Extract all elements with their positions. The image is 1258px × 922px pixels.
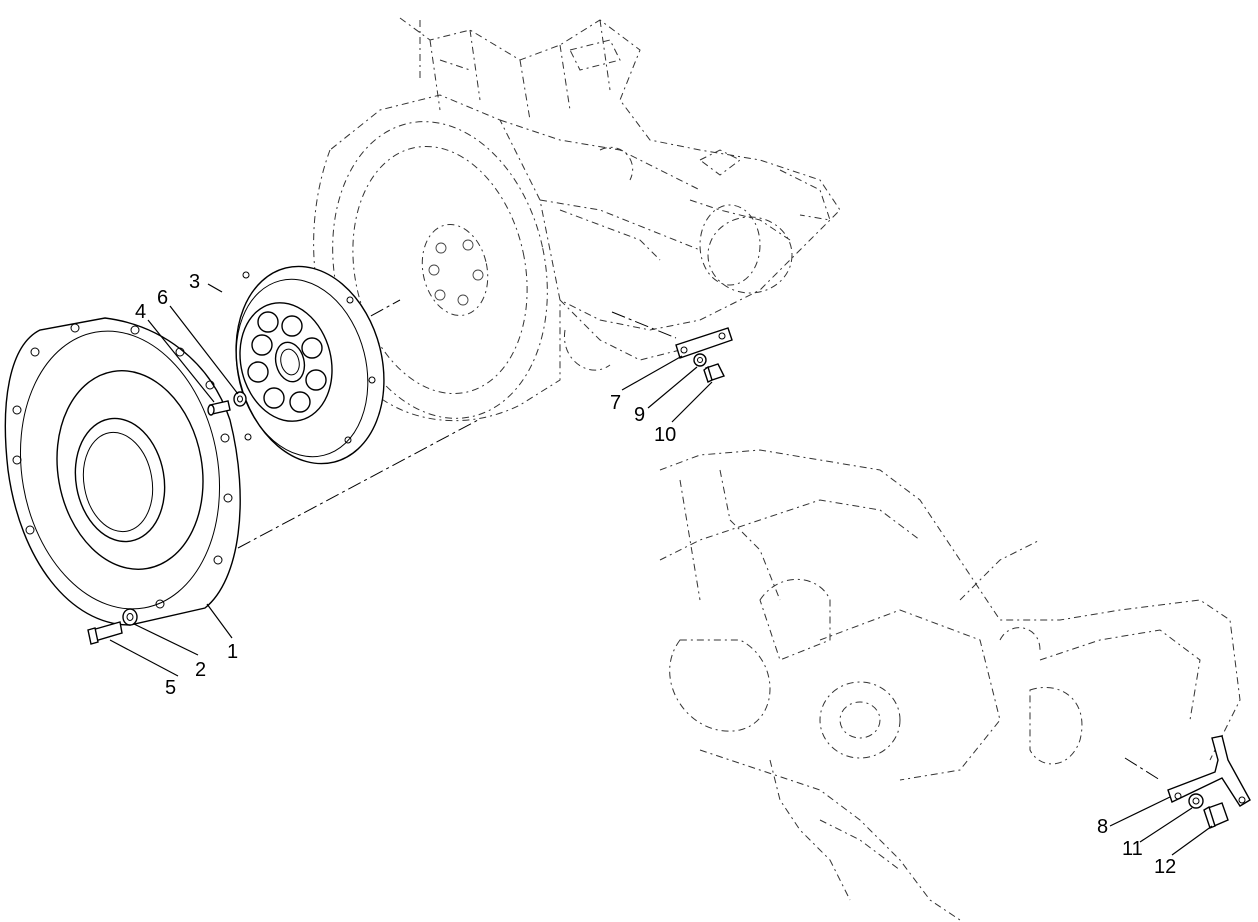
callout-11: 11: [1122, 838, 1143, 860]
callout-7: 7: [610, 392, 621, 414]
bracket-part-7: [675, 327, 733, 359]
leader-line-11: [1139, 807, 1193, 843]
leader-line-8: [1109, 796, 1171, 827]
washer-part-11: [1188, 793, 1204, 809]
leader-line-7: [621, 355, 683, 391]
bolt-part-10: [703, 363, 725, 383]
bracket-part-8: [1167, 735, 1251, 807]
callout-10: 10: [654, 424, 676, 446]
leader-line-3: [207, 283, 223, 293]
callout-4: 4: [135, 301, 146, 323]
callout-9: 9: [634, 404, 645, 426]
coupling-disc-part: [235, 265, 385, 465]
leader-line-9: [647, 366, 698, 409]
callout-1: 1: [227, 641, 238, 663]
engine-upper-phantom: [313, 17, 841, 422]
callout-8: 8: [1097, 816, 1108, 838]
callout-labels: 1 2 3 4 5 6 7 8 9 10 11 12: [135, 271, 1176, 878]
callout-5: 5: [165, 677, 176, 699]
leader-line-6: [169, 305, 239, 395]
callout-12: 12: [1154, 856, 1176, 878]
leader-line-4: [147, 319, 215, 403]
leader-line-10: [671, 381, 713, 423]
leader-lines: [109, 283, 1213, 856]
engine-lower-phantom: [659, 449, 1241, 921]
leader-line-12: [1171, 825, 1213, 856]
leader-line-2: [133, 623, 199, 656]
leader-line-1: [206, 603, 233, 639]
callout-2: 2: [195, 659, 206, 681]
bolt-part-5: [87, 621, 123, 645]
adapter-plate-bolt-holes: [12, 323, 233, 609]
washer-part-9: [693, 353, 707, 367]
bolt-part-12: [1203, 802, 1229, 829]
bolt-part-4: [207, 400, 231, 416]
washer-part-2: [122, 608, 138, 626]
callout-6: 6: [157, 287, 168, 309]
leader-line-5: [109, 639, 179, 677]
callout-3: 3: [189, 271, 200, 293]
washer-part-6: [233, 391, 247, 407]
adapter-plate-part: [4, 317, 241, 626]
